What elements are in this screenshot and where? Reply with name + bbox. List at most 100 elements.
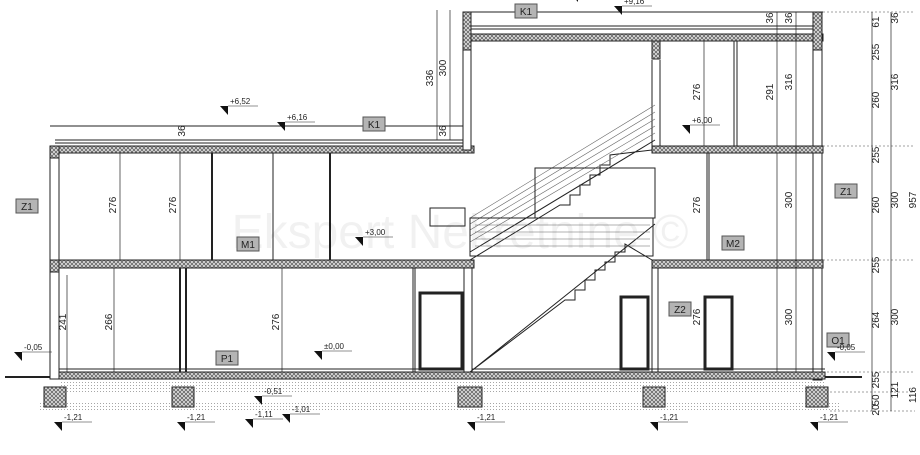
staircase — [429, 104, 656, 373]
dimension-label: 61 — [871, 16, 882, 28]
level-label: -1,21 — [187, 413, 206, 422]
dimension-label: 255 — [871, 146, 882, 163]
dimension-label: 276 — [271, 313, 282, 330]
dimension-label: 336 — [425, 69, 436, 86]
tag-m2: M2 — [721, 235, 745, 251]
watermark: Ekspert Nekretnine © — [232, 206, 689, 259]
dimension-label: 36 — [765, 12, 776, 24]
tag-label: K1 — [520, 7, 533, 18]
level-label: -1,21 — [820, 413, 839, 422]
dimension-label: 36 — [438, 125, 449, 137]
foundation — [457, 386, 483, 408]
foundation — [43, 386, 67, 408]
dimension-label: 255 — [871, 371, 882, 388]
door — [418, 291, 464, 371]
dimension-label: 20 — [871, 404, 882, 416]
level-marker: +6,52 — [220, 97, 258, 115]
dimension-label: 255 — [871, 43, 882, 60]
dimension-label: 300 — [890, 191, 901, 208]
upper-left-wall — [462, 11, 472, 51]
first-floor-slab — [49, 259, 475, 269]
dimension-label: 36 — [890, 12, 901, 24]
lower-roof-slab — [49, 145, 475, 154]
level-label: -1,11 — [255, 410, 273, 419]
dimension-label: 260 — [871, 196, 882, 213]
level-label: +6,00 — [692, 116, 713, 125]
dimension-label: 276 — [692, 308, 703, 325]
level-label: -0,51 — [264, 387, 283, 396]
level-marker: -0,05 — [827, 343, 865, 361]
level-marker: -1,21 — [650, 413, 688, 431]
tag-label: P1 — [221, 354, 234, 365]
level-marker: -1,11 — [245, 410, 283, 428]
tag-z1: Z1 — [15, 198, 39, 214]
tag-label: O1 — [831, 336, 845, 347]
dimension-label: 957 — [908, 191, 919, 208]
dimension-label: 50 — [871, 394, 882, 406]
dimension-label: 300 — [784, 191, 795, 208]
foundation — [171, 386, 195, 408]
dimension-label: 36 — [784, 12, 795, 24]
level-marker: -1,21 — [467, 413, 505, 431]
dimension-label: 316 — [784, 73, 795, 90]
dimension-label: 241 — [58, 313, 69, 330]
dimension-label: 276 — [692, 196, 703, 213]
dimension-label: 276 — [168, 196, 179, 213]
mid-right-slab — [651, 145, 824, 154]
level-marker: -1,01 — [282, 405, 320, 423]
structure — [5, 10, 915, 412]
level-label: +3,00 — [365, 228, 386, 237]
door — [619, 295, 650, 371]
foundation — [642, 386, 666, 408]
level-label: -1,01 — [292, 405, 311, 414]
tag-k1: K1 — [514, 3, 538, 19]
door — [703, 295, 734, 371]
level-label: -0,05 — [837, 343, 856, 352]
dimension-label: 276 — [108, 196, 119, 213]
tag-m1: M1 — [236, 236, 260, 252]
level-marker: 9,52 — [576, 0, 578, 2]
dimension-label: 300 — [438, 59, 449, 76]
dimension-label: 36 — [177, 125, 188, 137]
level-marker: -1,21 — [177, 413, 215, 431]
dimension-label: 276 — [692, 83, 703, 100]
tag-o1: O1 — [826, 332, 850, 348]
dimension-label: 121 — [890, 381, 901, 398]
tag-label: Z1 — [840, 187, 852, 198]
ground-slab — [49, 371, 826, 380]
level-label: -0,05 — [24, 343, 43, 352]
tag-label: K1 — [368, 120, 381, 131]
dimension-label: 300 — [890, 308, 901, 325]
level-marker: -1,21 — [810, 413, 848, 431]
level-marker: +9,16 — [614, 0, 652, 15]
level-label: ±0,00 — [324, 342, 345, 351]
foundation — [805, 386, 829, 408]
tag-label: M1 — [241, 240, 255, 251]
dimension-label: 291 — [765, 83, 776, 100]
upper-roof-slab — [466, 33, 824, 42]
level-marker: +6,00 — [682, 116, 720, 134]
tag-label: M2 — [726, 239, 740, 250]
dimension-label: 255 — [871, 256, 882, 273]
level-marker: ±0,00 — [314, 342, 352, 360]
level-marker: -1,21 — [54, 413, 92, 431]
level-marker: +6,16 — [277, 113, 315, 131]
level-marker: -0,51 — [254, 387, 292, 405]
level-label: +6,16 — [287, 113, 308, 122]
tag-z1: Z1 — [834, 183, 858, 199]
dimension-label: 116 — [908, 387, 919, 403]
dimension-label: 300 — [784, 308, 795, 325]
tag-k1: K1 — [362, 116, 386, 132]
dimension-label: 316 — [890, 73, 901, 90]
level-label: +9,16 — [624, 0, 645, 6]
tag-p1: P1 — [215, 350, 239, 366]
level-label: -1,21 — [64, 413, 83, 422]
dimension-label: 260 — [871, 91, 882, 108]
level-marker: -0,05 — [14, 343, 52, 361]
right-wall — [812, 11, 823, 381]
level-label: -1,21 — [477, 413, 496, 422]
tag-z2: Z2 — [668, 301, 692, 317]
tag-label: Z2 — [674, 305, 686, 316]
level-label: +6,52 — [230, 97, 251, 106]
